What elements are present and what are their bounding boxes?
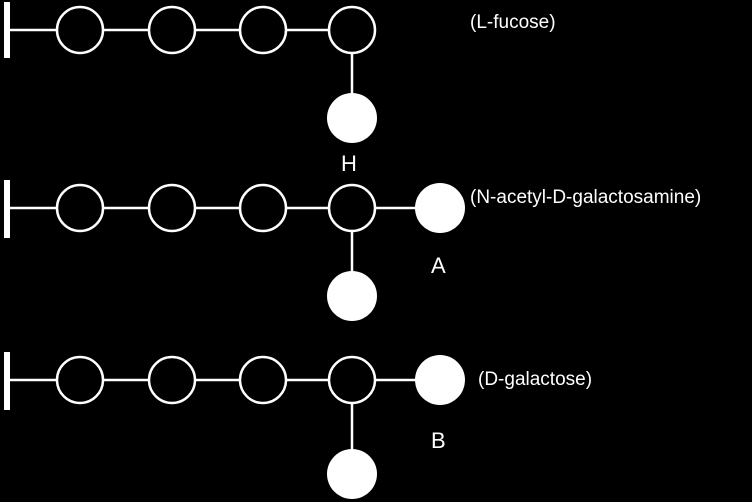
sugar-label-galactose: (D-galactose) — [478, 369, 592, 390]
sugar-unit — [327, 355, 377, 405]
fucose-unit — [327, 449, 377, 499]
galnac-unit — [415, 183, 465, 233]
sugar-label-galnac: (N-acetyl-D-galactosamine) — [470, 187, 701, 208]
antigen-letter-a: A — [431, 253, 446, 278]
sugar-unit — [238, 355, 288, 405]
sugar-unit — [147, 5, 197, 55]
sugar-unit — [147, 355, 197, 405]
a-antigen-structure: (N-acetyl-D-galactosamine) A — [4, 180, 701, 321]
sugar-unit — [55, 5, 105, 55]
b-antigen-structure: (D-galactose) B — [4, 352, 592, 499]
sugar-unit — [327, 183, 377, 233]
sugar-unit — [55, 355, 105, 405]
galactose-unit — [415, 355, 465, 405]
sugar-unit — [55, 183, 105, 233]
antigen-letter-h: H — [341, 151, 357, 176]
fucose-unit — [327, 93, 377, 143]
sugar-label-fucose: (L-fucose) — [470, 12, 556, 33]
sugar-unit — [238, 183, 288, 233]
fucose-unit — [327, 271, 377, 321]
sugar-unit — [238, 5, 288, 55]
sugar-unit — [147, 183, 197, 233]
sugar-unit — [327, 5, 377, 55]
h-antigen-structure: (L-fucose) H — [4, 2, 556, 176]
antigen-letter-b: B — [431, 428, 446, 453]
